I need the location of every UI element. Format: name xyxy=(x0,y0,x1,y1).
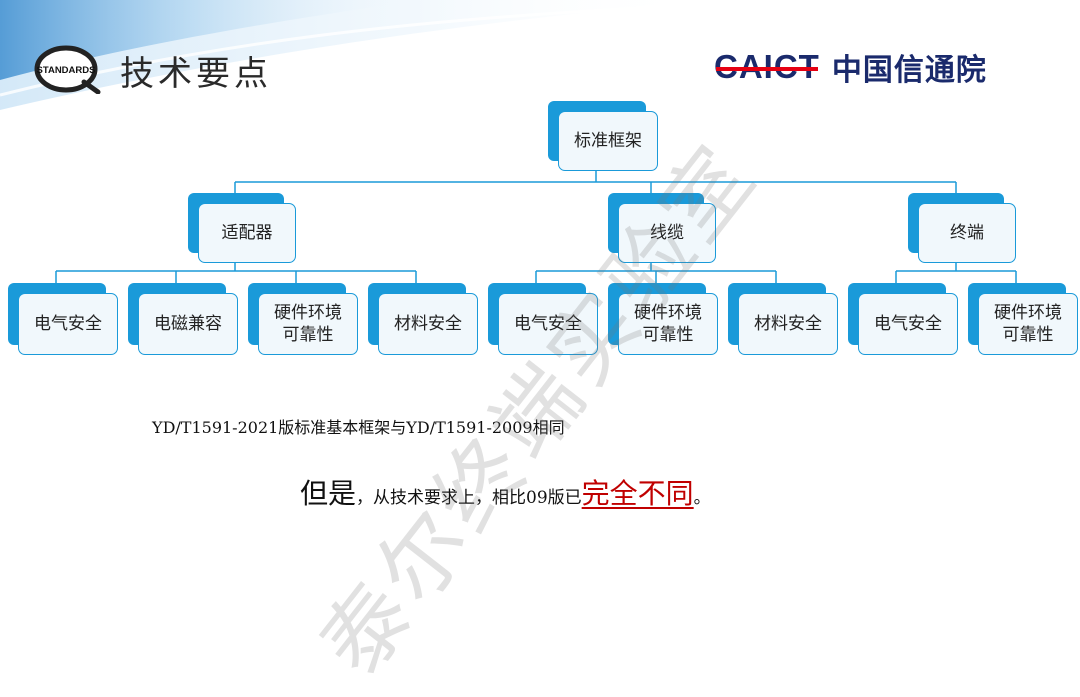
note-part2: ，从技术要求上，相比09版已 xyxy=(356,488,582,508)
node-cable: 线缆 xyxy=(608,193,716,263)
node-adapter-label: 适配器 xyxy=(198,203,296,263)
node-cable-hw-reliability: 硬件环境 可靠性 xyxy=(608,283,718,355)
standards-badge-logo: STANDARDS xyxy=(34,45,101,94)
node-cable-label: 线缆 xyxy=(618,203,716,263)
caict-logo-cn: 中国信通院 xyxy=(831,53,987,88)
caict-logo: CAICT 中国信通院 xyxy=(714,48,987,89)
node-adapter-electrical-safety: 电气安全 xyxy=(8,283,118,355)
node-label: 材料安全 xyxy=(738,293,838,355)
node-label: 电磁兼容 xyxy=(138,293,238,355)
node-label: 材料安全 xyxy=(378,293,478,355)
node-terminal-hw-reliability: 硬件环境 可靠性 xyxy=(968,283,1078,355)
slide-title: 技术要点 xyxy=(120,54,272,94)
caict-logo-en: CAICT xyxy=(714,48,820,85)
node-adapter: 适配器 xyxy=(188,193,296,263)
note-line: 但是 ，从技术要求上，相比09版已 完全不同 。 xyxy=(300,472,711,512)
node-label: 电气安全 xyxy=(858,293,958,355)
node-cable-material-safety: 材料安全 xyxy=(728,283,838,355)
node-label: 电气安全 xyxy=(18,293,118,355)
diagram-connectors xyxy=(55,162,1017,283)
node-terminal-electrical-safety: 电气安全 xyxy=(848,283,958,355)
note-part1: 但是 xyxy=(300,477,357,510)
node-adapter-emc: 电磁兼容 xyxy=(128,283,238,355)
node-root: 标准框架 xyxy=(548,101,658,171)
node-adapter-material-safety: 材料安全 xyxy=(368,283,478,355)
node-label: 硬件环境 可靠性 xyxy=(618,293,718,355)
node-terminal-label: 终端 xyxy=(918,203,1016,263)
node-label: 硬件环境 可靠性 xyxy=(978,293,1078,355)
standards-badge-text: STANDARDS xyxy=(37,65,96,76)
note-part3: 。 xyxy=(693,488,711,508)
node-label: 电气安全 xyxy=(498,293,598,355)
note-highlight: 完全不同 xyxy=(581,477,694,510)
caption-text: YD/T1591-2021版标准基本框架与YD/T1591-2009相同 xyxy=(152,418,565,437)
node-cable-electrical-safety: 电气安全 xyxy=(488,283,598,355)
node-terminal: 终端 xyxy=(908,193,1016,263)
node-adapter-hw-reliability: 硬件环境 可靠性 xyxy=(248,283,358,355)
node-root-label: 标准框架 xyxy=(558,111,658,171)
node-label: 硬件环境 可靠性 xyxy=(258,293,358,355)
